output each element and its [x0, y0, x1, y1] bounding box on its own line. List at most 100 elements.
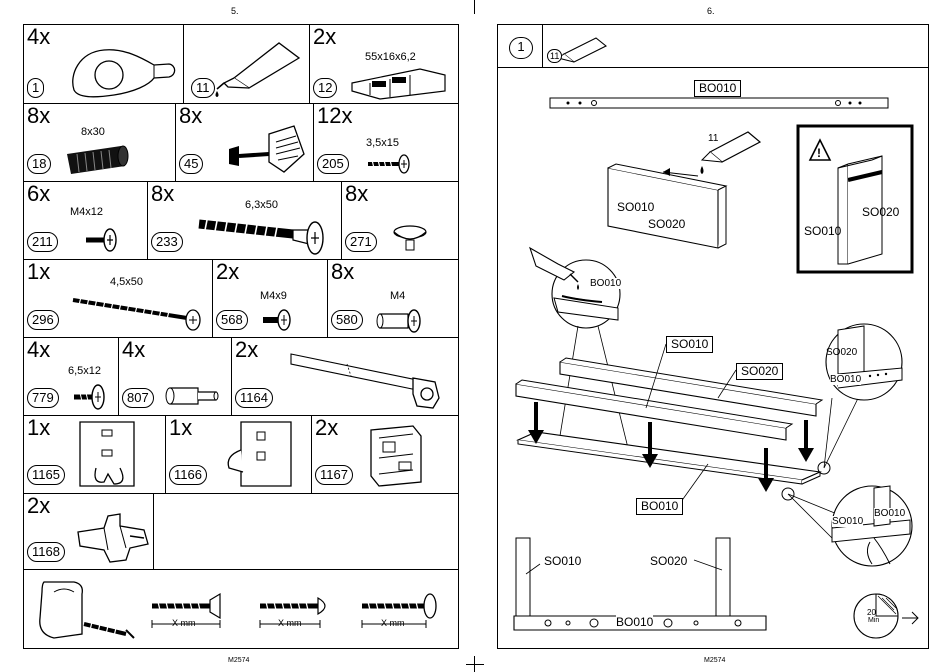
dowel-illustration	[67, 145, 129, 174]
label-so020-c: SO020	[650, 554, 688, 568]
part-qty: 2x	[27, 494, 51, 518]
part-code: 580	[331, 310, 363, 330]
label-so020-a: SO020	[648, 217, 686, 231]
part-cell-1165: 1x 1165	[24, 416, 166, 494]
part-qty: 12x	[317, 104, 353, 128]
step-frame	[497, 24, 929, 649]
page-number: 6.	[707, 6, 715, 16]
empty-cell	[154, 494, 459, 570]
part-cell-568: 2x M4x9 568	[213, 260, 328, 338]
part-dimension: 3,5x15	[366, 137, 400, 149]
detail-label-so020: SO020	[826, 347, 858, 358]
connector-nut-illustration	[376, 309, 421, 333]
part-qty: 2x	[313, 25, 337, 49]
part-qty: 8x	[179, 104, 203, 128]
hanging-rail-illustration	[290, 353, 440, 409]
part-dimension: M4x9	[260, 290, 287, 302]
part-qty: 8x	[27, 104, 51, 128]
part-qty: 1x	[27, 260, 51, 284]
part-cell-211: 6x M4x12 211	[24, 182, 148, 260]
confirmat-screw-illustration	[198, 219, 324, 255]
warning-label-so020: SO020	[862, 205, 900, 219]
part-dimension: 4,5x50	[110, 276, 144, 288]
part-qty: 8x	[345, 182, 369, 206]
wall-hook-front-illustration	[79, 421, 135, 487]
screw-length-legend: X mm X mm X mm	[24, 570, 459, 648]
shelf-bracket-illustration	[229, 125, 305, 173]
part-dimension: 6,3x50	[245, 199, 279, 211]
crop-mark	[466, 664, 484, 665]
screw-length-label: X mm	[381, 618, 405, 628]
part-cell-296: 1x 4,5x50 296	[24, 260, 213, 338]
wedge-shims-illustration	[351, 68, 446, 100]
part-code: 233	[151, 232, 183, 252]
part-dimension: M4	[390, 290, 406, 302]
part-code: 205	[317, 154, 349, 174]
glue-tube-illustration	[215, 42, 301, 97]
part-cell-1164: 2x 1164	[232, 338, 459, 416]
shelf-pin-illustration	[165, 387, 219, 405]
part-code: 45	[179, 154, 204, 174]
part-cell-12: 2x 55x16x6,2 12	[310, 25, 459, 104]
detail-label-bo010: BO010	[590, 278, 622, 289]
countersunk-screw-illustration	[151, 592, 221, 628]
short-bolt-illustration	[263, 309, 291, 331]
part-dimension: 55x16x6,2	[365, 51, 416, 63]
part-code: 779	[27, 388, 59, 408]
label-bo010-assembly: BO010	[636, 498, 684, 515]
page-number: 5.	[231, 6, 239, 16]
part-cell-1168: 2x 1168	[24, 494, 154, 570]
rail-clip-illustration	[77, 513, 149, 563]
part-cell-1167: 2x 1167	[312, 416, 459, 494]
cam-housing-illustration	[72, 49, 176, 98]
part-code: 211	[27, 232, 58, 252]
part-qty: 4x	[122, 338, 146, 362]
part-qty: 2x	[235, 338, 259, 362]
part-cell-779: 4x 6,5x12 779	[24, 338, 119, 416]
label-so010-c: SO010	[544, 554, 582, 568]
svg-text:!: !	[817, 146, 821, 160]
part-qty: 1x	[27, 416, 51, 440]
part-code: 1	[27, 78, 45, 98]
part-qty: 4x	[27, 25, 51, 49]
timer-value: 20	[867, 608, 876, 617]
assembly-drawing: !	[513, 97, 919, 639]
part-code: 1168	[27, 542, 65, 562]
detail-label-bo010-2: BO010	[830, 374, 862, 385]
label-so020-b: SO020	[736, 363, 784, 380]
part-qty: 8x	[151, 182, 175, 206]
flange-screw-illustration	[74, 384, 105, 410]
label-bo010-bottom: BO010	[616, 615, 654, 629]
parts-list-frame	[23, 24, 459, 649]
part-qty: 2x	[315, 416, 339, 440]
part-cell-18: 8x 8x30 18	[24, 104, 176, 182]
part-code: 1165	[27, 465, 65, 485]
part-dimension: M4x12	[70, 206, 104, 218]
part-cell-271: 8x 271	[342, 182, 459, 260]
step-part-code: 11	[547, 49, 563, 63]
part-code: 296	[27, 310, 59, 330]
warning-label-so010: SO010	[804, 224, 842, 238]
screw-length-label: X mm	[172, 618, 196, 628]
step-number: 1	[509, 37, 533, 59]
detail-label-bo010-3: BO010	[874, 508, 906, 519]
part-code: 1166	[169, 465, 207, 485]
part-code: 271	[345, 232, 377, 252]
part-code: 18	[27, 154, 52, 174]
screw-in-hole-illustration	[39, 581, 135, 639]
part-qty: 2x	[216, 260, 240, 284]
part-code: 1167	[315, 465, 353, 485]
corner-connector-illustration	[370, 425, 422, 487]
glue-part-number: 11	[708, 133, 719, 144]
part-cell-45: 8x 45	[176, 104, 314, 182]
part-code: 1164	[235, 388, 273, 408]
header-divider	[542, 25, 543, 68]
part-cell-580: 8x M4 580	[328, 260, 459, 338]
part-cell-1166: 1x 1166	[166, 416, 312, 494]
part-cell-11: 11	[184, 25, 310, 104]
label-so010-b: SO010	[666, 336, 714, 353]
part-qty: 8x	[331, 260, 355, 284]
bolt-m4-illustration	[86, 228, 117, 252]
part-qty: 6x	[27, 182, 51, 206]
footer-code: M2574	[704, 657, 726, 664]
